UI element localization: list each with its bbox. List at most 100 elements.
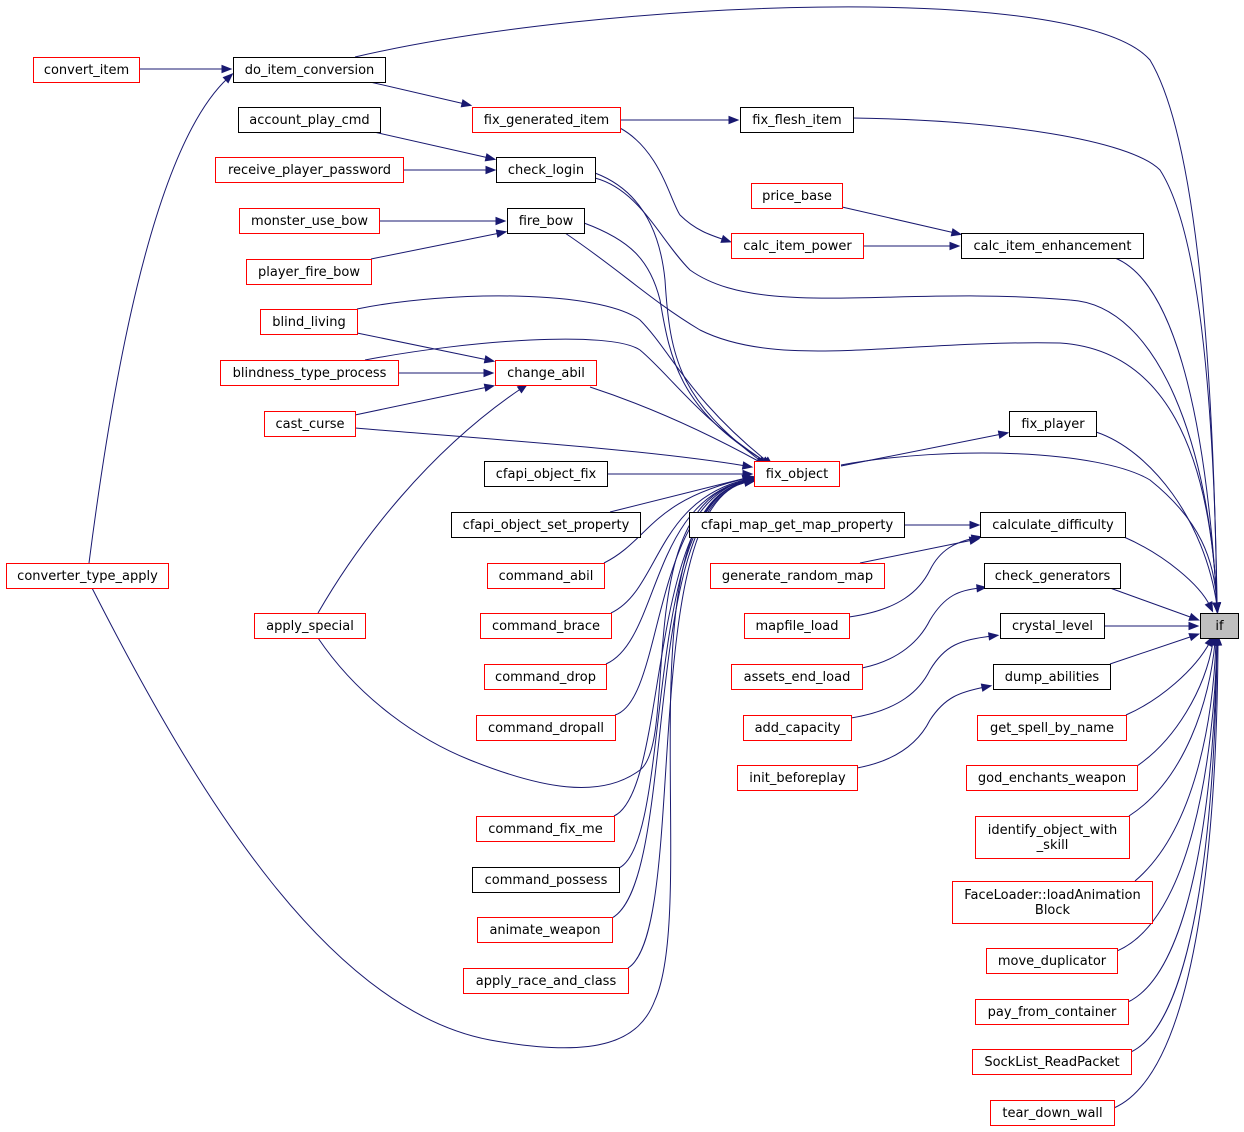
- node-god-enchants-weapon[interactable]: god_enchants_weapon: [966, 765, 1138, 791]
- node-box: [731, 664, 863, 690]
- node-blindness-type-process[interactable]: blindness_type_process: [220, 360, 399, 386]
- node-box: [986, 948, 1118, 974]
- edge-fix-generated-item-to-calc-item-power: [619, 127, 733, 243]
- node-box: [1009, 411, 1097, 437]
- node-blind-living[interactable]: blind_living: [260, 309, 358, 335]
- edge-line: [1095, 431, 1218, 607]
- node-fire-bow[interactable]: fire_bow: [507, 208, 585, 234]
- node-command-drop[interactable]: command_drop: [484, 664, 607, 690]
- node-fix-player[interactable]: fix_player: [1009, 411, 1097, 437]
- node-apply-special[interactable]: apply_special: [254, 613, 366, 639]
- node-fix-object[interactable]: fix_object: [754, 461, 840, 487]
- node-account-play-cmd[interactable]: account_play_cmd: [238, 107, 381, 133]
- node-price-base[interactable]: price_base: [751, 183, 843, 209]
- node-identify-object-with-skill[interactable]: identify_object_with_skill: [975, 816, 1130, 859]
- edge-do-item-conversion-to-fix-generated-item: [369, 81, 473, 108]
- node-apply-race-and-class[interactable]: apply_race_and_class: [463, 968, 629, 994]
- edges-layer: [88, 6, 1223, 1109]
- edge-receive-player-password-to-check-login: [402, 165, 497, 175]
- edge-blindness-type-process-to-change-abil: [398, 368, 495, 378]
- edge-line: [364, 338, 767, 463]
- node-command-possess[interactable]: command_possess: [472, 867, 620, 893]
- node-change-abil[interactable]: change_abil: [495, 360, 597, 386]
- node-command-brace[interactable]: command_brace: [480, 613, 612, 639]
- node-box: [744, 613, 850, 639]
- node-monster-use-bow[interactable]: monster_use_bow: [239, 208, 380, 234]
- node-command-fix-me[interactable]: command_fix_me: [476, 816, 615, 842]
- node-label: if: [1215, 619, 1224, 634]
- node-label: command_possess: [485, 873, 608, 888]
- edge-sock-list-read-packet-to-if: [1130, 634, 1222, 1053]
- node-calculate-difficulty[interactable]: calculate_difficulty: [980, 512, 1126, 538]
- edge-line: [1113, 641, 1219, 1109]
- node-command-abil[interactable]: command_abil: [487, 563, 605, 589]
- node-command-dropall[interactable]: command_dropall: [476, 715, 616, 741]
- node-cfapi-object-fix[interactable]: cfapi_object_fix: [484, 461, 608, 487]
- node-if[interactable]: if: [1200, 613, 1239, 639]
- node-receive-player-password[interactable]: receive_player_password: [215, 157, 404, 183]
- node-cfapi-object-set-property[interactable]: cfapi_object_set_property: [451, 512, 641, 538]
- node-calc-item-enhancement[interactable]: calc_item_enhancement: [961, 233, 1144, 259]
- node-pay-from-container[interactable]: pay_from_container: [975, 999, 1129, 1025]
- node-generate-random-map[interactable]: generate_random_map: [710, 563, 885, 589]
- edge-tear-down-wall-to-if: [1113, 634, 1223, 1109]
- node-box: [975, 816, 1130, 859]
- node-box: [215, 157, 404, 183]
- node-crystal-level[interactable]: crystal_level: [1000, 613, 1105, 639]
- edge-line: [317, 480, 749, 788]
- node-move-duplicator[interactable]: move_duplicator: [986, 948, 1118, 974]
- node-fix-flesh-item[interactable]: fix_flesh_item: [740, 107, 854, 133]
- node-box: [239, 208, 380, 234]
- node-box: [731, 233, 864, 259]
- node-calc-item-power[interactable]: calc_item_power: [731, 233, 864, 259]
- node-cast-curse[interactable]: cast_curse: [264, 411, 356, 437]
- node-box: [220, 360, 399, 386]
- edge-line: [852, 117, 1218, 607]
- node-assets-end-load[interactable]: assets_end_load: [731, 664, 863, 690]
- node-dump-abilities[interactable]: dump_abilities: [993, 664, 1111, 690]
- edge-account-play-cmd-to-check-login: [373, 131, 497, 162]
- arrowhead: [976, 584, 988, 593]
- node-box: [484, 461, 608, 487]
- node-label: converter_type_apply: [17, 569, 158, 584]
- arrowhead: [221, 64, 233, 74]
- node-label: pay_from_container: [988, 1005, 1117, 1020]
- edge-cfapi-object-set-property-to-fix-object: [609, 474, 754, 513]
- edge-line: [611, 481, 749, 919]
- node-tear-down-wall[interactable]: tear_down_wall: [990, 1100, 1115, 1126]
- edge-line: [603, 477, 749, 564]
- node-box: [1000, 613, 1105, 639]
- node-box: [495, 360, 597, 386]
- node-sock-list-read-packet[interactable]: SockList_ReadPacket: [972, 1049, 1132, 1075]
- node-label: price_base: [762, 189, 832, 204]
- node-label: command_drop: [495, 670, 596, 685]
- node-cfapi-map-get-map-property[interactable]: cfapi_map_get_map_property: [689, 512, 905, 538]
- node-box: [477, 917, 613, 943]
- node-convert-item[interactable]: convert_item: [33, 57, 140, 83]
- arrowhead: [997, 430, 1010, 439]
- edge-mapfile-load-to-calculate-difficulty: [848, 534, 983, 618]
- node-label: assets_end_load: [744, 670, 851, 685]
- node-box: [472, 107, 621, 133]
- node-converter-type-apply[interactable]: converter_type_apply: [6, 563, 169, 589]
- edge-line: [369, 81, 466, 105]
- node-box: [984, 563, 1121, 589]
- node-check-login[interactable]: check_login: [496, 157, 596, 183]
- node-add-capacity[interactable]: add_capacity: [743, 715, 852, 741]
- edge-check-generators-to-if: [1109, 587, 1200, 621]
- node-box: [254, 613, 366, 639]
- edge-apply-race-and-class-to-fix-object: [627, 478, 756, 969]
- arrowhead: [495, 229, 508, 238]
- node-init-beforeplay[interactable]: init_beforeplay: [737, 765, 858, 791]
- node-animate-weapon[interactable]: animate_weapon: [477, 917, 613, 943]
- node-do-item-conversion[interactable]: do_item_conversion: [233, 57, 386, 83]
- edge-line: [370, 232, 501, 260]
- node-label: Block: [1035, 903, 1071, 918]
- edge-line: [861, 587, 981, 669]
- node-fix-generated-item[interactable]: fix_generated_item: [472, 107, 621, 133]
- node-player-fire-bow[interactable]: player_fire_bow: [246, 259, 372, 285]
- node-get-spell-by-name[interactable]: get_spell_by_name: [977, 715, 1127, 741]
- node-mapfile-load[interactable]: mapfile_load: [744, 613, 850, 639]
- node-check-generators[interactable]: check_generators: [984, 563, 1121, 589]
